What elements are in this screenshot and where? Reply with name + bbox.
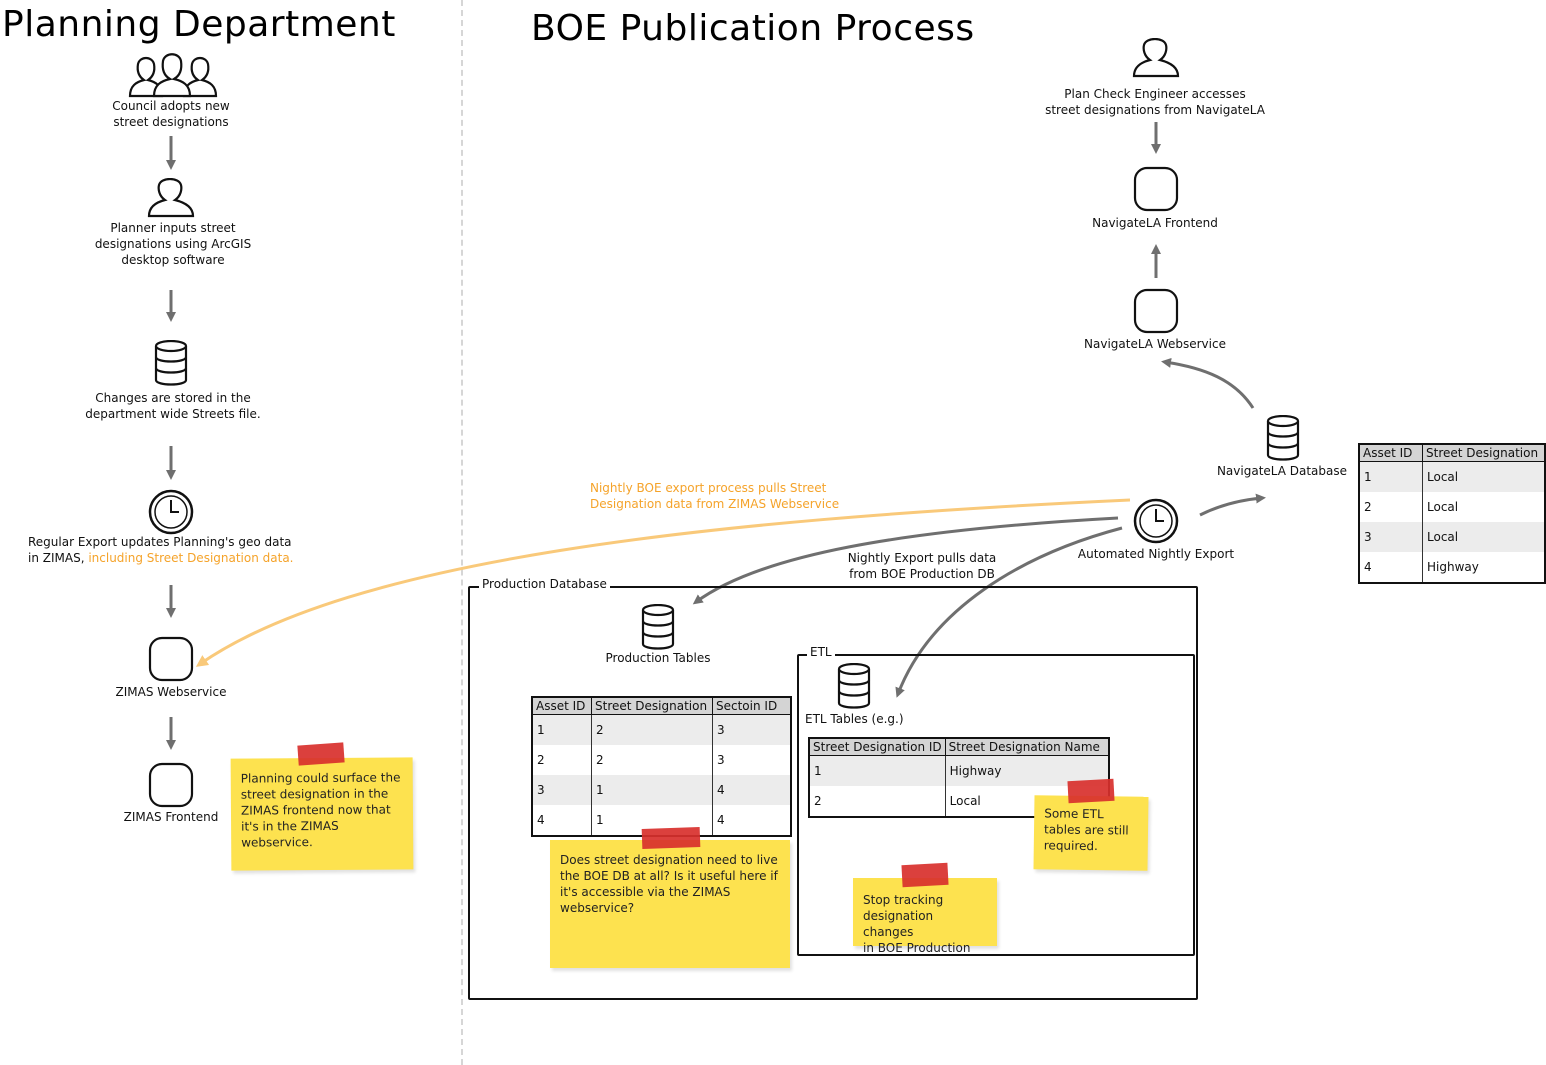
nightly-export-label: Automated Nightly Export [1077, 547, 1235, 561]
etl-box [797, 654, 1195, 956]
table-cell: 1 [532, 714, 592, 745]
regular-export-text: Regular Export updates Planning's geo da… [28, 535, 292, 565]
orange-annotation: Nightly BOE export process pulls Street … [590, 481, 840, 511]
navigatela-webservice-label: NavigateLA Webservice [1084, 337, 1226, 351]
production-database-box [468, 586, 1198, 1000]
pull-annotation: Nightly Export pulls data from BOE Produ… [847, 551, 997, 581]
table-cell: 4 [717, 813, 725, 827]
boe-db-sticky-note: Does street designation need to live the… [550, 840, 790, 968]
arrow-navdb-navws [1161, 357, 1255, 409]
table-cell: 2 [809, 786, 946, 817]
table-cell: 3 [717, 753, 725, 767]
arrow-zimas-export-orange [195, 498, 1131, 667]
table-cell: Local [949, 794, 981, 808]
table-cell: Local [1422, 461, 1545, 492]
table-cell: 3 [1359, 522, 1423, 552]
council-label: Council adopts new street designations [112, 99, 230, 129]
table-cell: 4 [1359, 552, 1423, 583]
person-icon [147, 178, 195, 218]
regular-export-label: Regular Export updates Planning's geo da… [28, 534, 318, 566]
zimas-webservice-label: ZIMAS Webservice [115, 685, 227, 699]
table-row: 2 Local [1359, 492, 1545, 522]
nightly-export-clock-icon [1133, 498, 1179, 544]
table-cell: Local [1422, 522, 1545, 552]
table-cell: 1 [1359, 461, 1423, 492]
table-row: 4 Highway [1359, 552, 1545, 583]
navigatela-webservice-icon [1133, 288, 1179, 334]
table-cell: 4 [532, 805, 592, 836]
navigatela-database-label: NavigateLA Database [1216, 464, 1348, 478]
engineer-label: Plan Check Engineer accesses street desi… [1045, 87, 1265, 117]
stop-tracking-sticky-note: Stop tracking designation changes in BOE… [853, 878, 997, 955]
arrow-export-prodtables [692, 516, 1119, 605]
engineer-person-icon [1132, 38, 1180, 78]
table-header: Street Designation Name [945, 738, 1109, 756]
navigatela-frontend-icon [1133, 166, 1179, 212]
arrow-export-etltables [895, 526, 1123, 698]
table-cell: 2 [591, 745, 713, 775]
etl-tables-label: ETL Tables (e.g.) [805, 712, 904, 726]
table-cell: 1 [591, 775, 713, 805]
table-cell: 2 [591, 714, 713, 745]
database-icon [154, 340, 188, 386]
section-divider [461, 0, 463, 1065]
clock-icon [148, 489, 194, 535]
sticky-tape [1067, 778, 1115, 804]
etl-label: ETL [807, 645, 835, 659]
production-tables-icon [641, 604, 675, 650]
production-tables-label: Production Tables [605, 651, 711, 665]
table-cell: 2 [1359, 492, 1423, 522]
planning-sticky-note: Planning could surface the street design… [230, 757, 414, 871]
arrow-export-navdb [1199, 493, 1266, 517]
table-cell: 3 [532, 775, 592, 805]
sticky-tape [641, 826, 701, 850]
sticky-tape [297, 742, 345, 766]
zimas-frontend-label: ZIMAS Frontend [123, 810, 219, 824]
table-cell: Highway [1427, 560, 1479, 574]
planning-title: Planning Department [2, 4, 396, 45]
table-cell: 2 [532, 745, 592, 775]
table-header: Street Designation [591, 697, 713, 715]
table-header: Asset ID [1359, 444, 1423, 462]
navigatela-frontend-label: NavigateLA Frontend [1092, 216, 1218, 230]
zimas-frontend-icon [148, 762, 194, 808]
etl-tables-icon [837, 663, 871, 709]
table-cell: 3 [712, 714, 791, 745]
etl-table: Street Designation ID Street Designation… [808, 737, 1110, 818]
group-icon [128, 53, 218, 98]
table-cell: Local [1427, 500, 1459, 514]
production-database-label: Production Database [479, 577, 610, 591]
table-cell: 1 [809, 755, 946, 786]
production-table: Asset ID Street Designation Sectoin ID 1… [531, 696, 792, 837]
stored-label: Changes are stored in the department wid… [85, 391, 261, 421]
etl-required-sticky-note: Some ETL tables are still required. [1033, 795, 1149, 871]
table-header: Asset ID [532, 697, 592, 715]
navigatela-database-icon [1266, 415, 1300, 461]
zimas-webservice-icon [148, 636, 194, 682]
table-header: Street Designation ID [809, 738, 946, 756]
table-header: Sectoin ID [712, 697, 791, 715]
sticky-tape [901, 862, 949, 888]
table-cell: 4 [712, 775, 791, 805]
table-header: Street Designation [1422, 444, 1545, 462]
planner-label: Planner inputs street designations using… [94, 221, 252, 267]
regular-export-highlight: including Street Designation data. [88, 551, 294, 565]
boe-title: BOE Publication Process [531, 8, 975, 49]
